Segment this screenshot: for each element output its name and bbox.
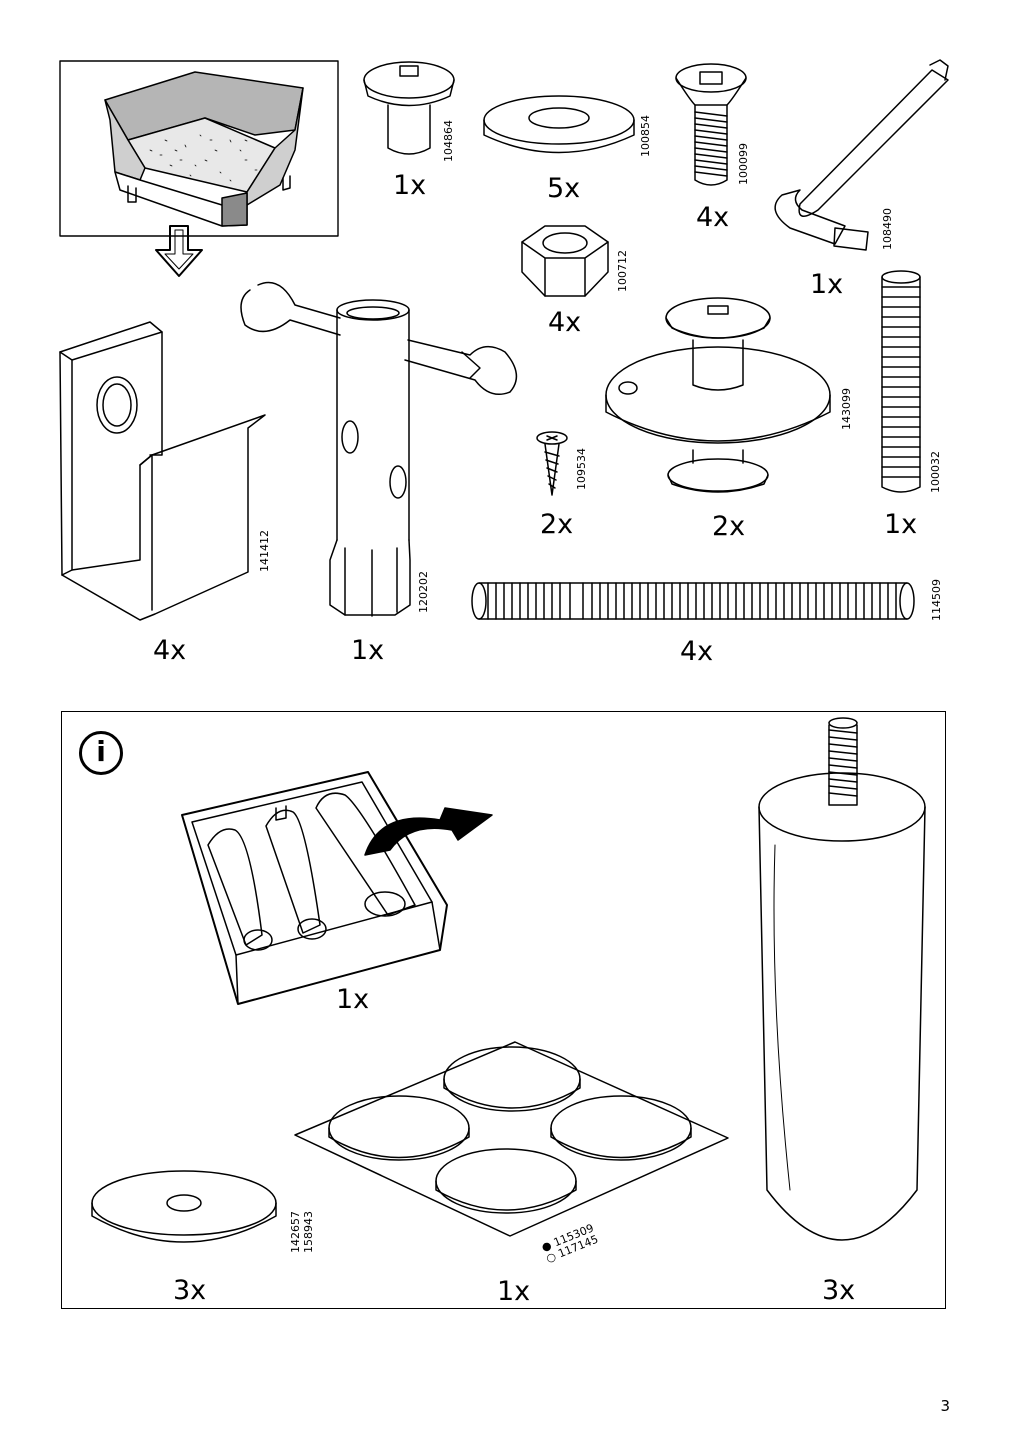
leg-box-illustration (181, 771, 493, 1005)
large-washer-code-1: 142657 (289, 1211, 302, 1253)
allen-key-code: 108490 (881, 208, 894, 250)
page-number: 3 (940, 1397, 950, 1415)
cap-screw-qty: 1x (393, 170, 427, 201)
socket-wrench-qty: 1x (351, 635, 385, 666)
allen-key-part (774, 59, 949, 251)
allen-key-qty: 1x (810, 269, 844, 300)
long-rod-code: 114509 (930, 579, 943, 621)
leg-qty: 3x (822, 1275, 856, 1306)
long-rod-qty: 4x (680, 636, 714, 667)
sofa-module-illustration (59, 60, 339, 277)
countersunk-bolt-code: 100099 (737, 143, 750, 185)
short-rod-code: 100032 (929, 451, 942, 493)
bracket-qty: 4x (153, 635, 187, 666)
info-box (61, 711, 946, 1309)
felt-pads-qty: 1x (497, 1276, 531, 1307)
bracket-code: 141412 (258, 530, 271, 572)
washer-code: 100854 (639, 115, 652, 157)
socket-wrench-part (240, 281, 518, 617)
long-threaded-rod-part (471, 582, 915, 620)
washer-qty: 5x (547, 173, 581, 204)
bracket-part (59, 321, 266, 621)
hex-nut-qty: 4x (548, 307, 582, 338)
connector-disc-qty: 2x (712, 511, 746, 542)
connector-disc-code: 143099 (840, 388, 853, 430)
large-washer-code-2: 158943 (302, 1211, 315, 1253)
countersunk-bolt-qty: 4x (696, 202, 730, 233)
large-washer-qty: 3x (173, 1275, 207, 1306)
connector-disc-part (605, 297, 831, 493)
socket-wrench-code: 120202 (417, 571, 430, 613)
hex-nut-part (521, 225, 609, 297)
wood-screw-code: 109534 (575, 448, 588, 490)
wood-screw-part (536, 431, 568, 496)
short-rod-qty: 1x (884, 509, 918, 540)
leg-box-qty: 1x (336, 984, 370, 1015)
sofa-leg-illustration (758, 717, 926, 1241)
countersunk-bolt-part (675, 63, 747, 186)
felt-pads-illustration (294, 1041, 729, 1237)
short-threaded-rod-part (881, 270, 921, 493)
hex-nut-code: 100712 (616, 250, 629, 292)
cap-screw-part (363, 61, 455, 155)
info-icon: i (79, 731, 123, 775)
washer-part (483, 95, 635, 154)
wood-screw-qty: 2x (540, 509, 574, 540)
large-washer-illustration (91, 1170, 277, 1243)
cap-screw-code: 104864 (442, 120, 455, 162)
